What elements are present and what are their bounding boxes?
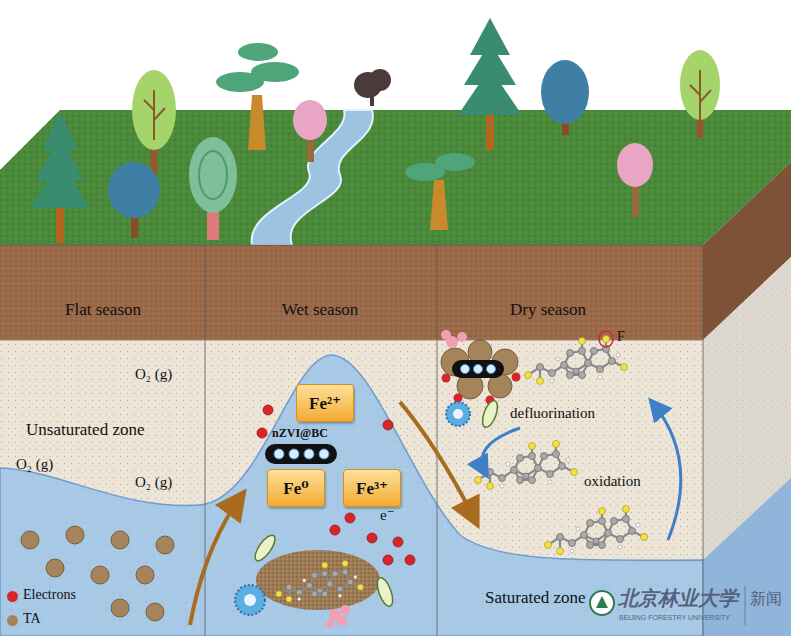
box-text: Fe³⁺ xyxy=(356,478,388,499)
process-label: defluorination xyxy=(510,405,595,422)
saturated-zone xyxy=(0,355,703,636)
season-divider xyxy=(0,245,703,636)
watermark-text: 北京林业大学 xyxy=(618,587,738,610)
legend-text: TA xyxy=(23,611,41,627)
electron-label: e⁻ xyxy=(380,507,395,524)
zone-label: Unsaturated zone xyxy=(26,420,144,440)
season-label: Dry season xyxy=(510,300,586,320)
wet-season-reaction xyxy=(190,402,476,628)
atom-label: F xyxy=(617,329,625,345)
soil-band xyxy=(0,245,703,340)
legend-swatch xyxy=(7,615,18,626)
season-label: Flat season xyxy=(65,300,141,320)
season-label: Wet season xyxy=(282,300,359,320)
gas-label: O₂ (g) xyxy=(16,456,53,473)
box-text: Fe⁰ xyxy=(283,478,308,499)
reaction-box: Fe²⁺ xyxy=(296,384,354,422)
unsaturated-zone xyxy=(0,340,703,636)
zone-label: Saturated zone xyxy=(485,588,586,608)
watermark-logo xyxy=(590,586,745,625)
gas-label: O₂ (g) xyxy=(135,474,172,491)
legend-swatch xyxy=(7,591,18,602)
material-label: nZVI@BC xyxy=(272,427,328,441)
trees xyxy=(30,18,720,243)
process-label: oxidation xyxy=(584,473,641,490)
watermark-text: BEIJING FORESTRY UNIVERSITY xyxy=(619,614,730,622)
ta-particles xyxy=(21,526,174,621)
gas-label: O₂ (g) xyxy=(135,366,172,383)
reaction-box: Fe³⁺ xyxy=(343,469,401,507)
box-text: Fe²⁺ xyxy=(309,393,341,414)
ground-surface xyxy=(0,110,791,245)
legend-text: Electrons xyxy=(23,587,76,603)
reaction-box: Fe⁰ xyxy=(267,469,325,507)
dry-season-reaction xyxy=(441,330,681,555)
watermark-text: 新闻 xyxy=(750,590,782,608)
